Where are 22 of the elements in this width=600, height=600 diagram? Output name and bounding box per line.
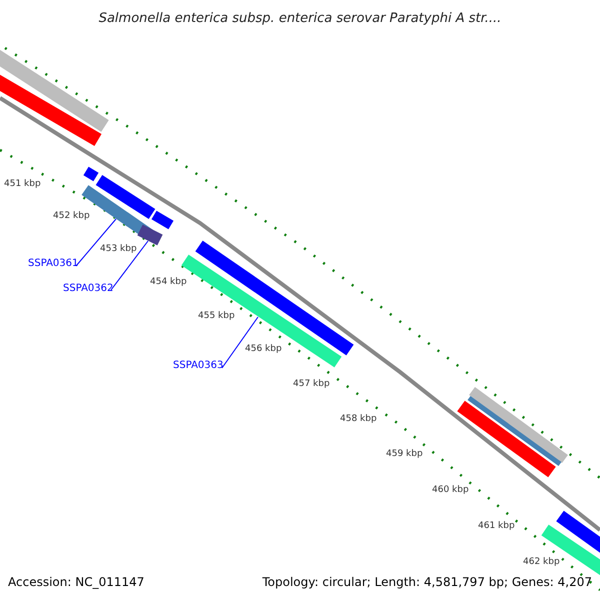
leader-line [76,218,116,266]
title: Salmonella enterica subsp. enterica serovar Paratyphi A str.... [98,10,502,28]
position-label: 451 kbp [4,180,41,189]
position-label: 461 kbp [478,522,515,531]
position-label: 455 kbp [198,312,235,321]
gene-label: SSPA0363 [173,361,224,371]
accession-label: Accession: NC_011147 [8,576,144,588]
position-label: 456 kbp [245,345,282,354]
gene-label: SSPA0361 [28,259,78,269]
position-label: 460 kbp [432,486,469,495]
position-label: 457 kbp [293,380,330,389]
position-label: 454 kbp [150,278,187,287]
position-label: 459 kbp [386,450,423,459]
position-label: 453 kbp [100,245,137,254]
gene-label: SSPA0362 [63,284,114,294]
position-label: 452 kbp [53,212,90,221]
position-label: 462 kbp [523,558,560,567]
leader-line [222,316,258,368]
position-label: 458 kbp [340,415,377,424]
genome-summary-label: Topology: circular; Length: 4,581,797 bp; Genes: 4,207 [262,576,592,588]
leader-line [110,240,148,290]
gene-feature-bar [137,224,163,246]
